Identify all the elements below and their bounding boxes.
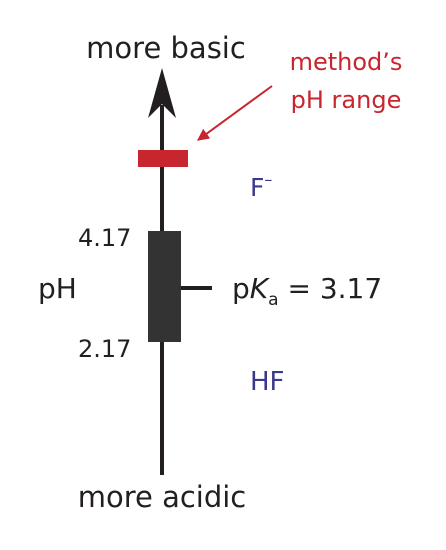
base-species-charge: – <box>264 170 272 189</box>
pka-p: p <box>232 272 250 305</box>
method-ph-range-bar <box>138 150 188 167</box>
base-species-label: F– <box>250 170 272 202</box>
upper-limit-label: 4.17 <box>78 224 131 252</box>
ph-axis-label: pH <box>38 272 77 305</box>
method-range-pointer-arrow <box>197 85 273 141</box>
pka-k: K <box>250 272 271 305</box>
pka-value: = 3.17 <box>279 272 383 305</box>
lower-limit-label: 2.17 <box>78 335 131 363</box>
pka-subscript: a <box>268 290 278 310</box>
buffer-region-box <box>148 231 181 342</box>
more-basic-label: more basic <box>86 31 246 65</box>
more-acidic-label: more acidic <box>78 480 247 514</box>
method-label-line2: pH range <box>291 86 402 114</box>
method-label-line1: method’s <box>290 48 403 76</box>
acid-species-label: HF <box>250 367 285 397</box>
base-species-main: F <box>250 173 264 202</box>
pka-label: pKa = 3.17 <box>232 272 382 310</box>
arrowhead-up-icon <box>148 68 176 118</box>
